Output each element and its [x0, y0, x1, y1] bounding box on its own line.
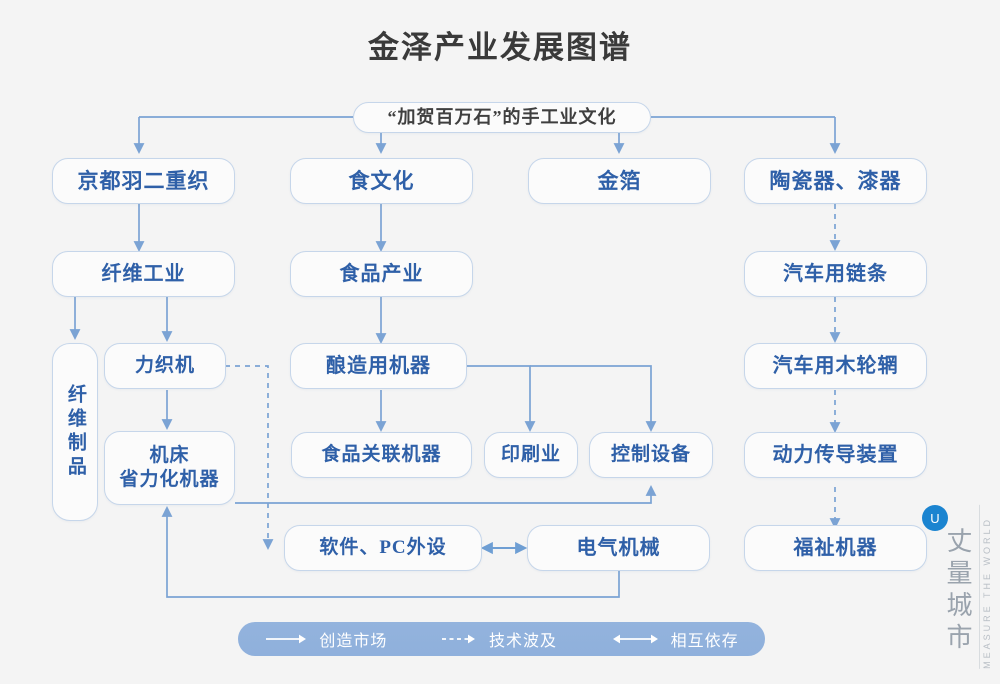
legend: 创造市场 技术波及 相互依存: [238, 622, 765, 656]
node-auto-wood-rim[interactable]: 汽车用木轮辋: [744, 343, 927, 389]
legend-item-create-market: 创造市场: [264, 627, 387, 651]
node-brewing-machine[interactable]: 酿造用机器: [290, 343, 467, 389]
watermark-logo-icon: U: [922, 505, 948, 531]
node-kyoto-habutae[interactable]: 京都羽二重织: [52, 158, 235, 204]
legend-item-tech-spillover: 技术波及: [440, 627, 557, 651]
node-control-equipment[interactable]: 控制设备: [589, 432, 713, 478]
watermark-english: MEASURE THE WORLD: [979, 505, 992, 669]
node-food-culture[interactable]: 食文化: [290, 158, 473, 204]
watermark: MEASURE THE WORLD 丈量城市 U: [906, 505, 992, 680]
node-printing[interactable]: 印刷业: [484, 432, 578, 478]
node-fiber-industry[interactable]: 纤维工业: [52, 251, 235, 297]
legend-label-tech-spillover: 技术波及: [488, 633, 557, 650]
solid-arrow-icon: [266, 634, 307, 644]
watermark-chinese: 丈量城市: [943, 527, 972, 655]
node-machine-tool[interactable]: 机床 省力化机器: [104, 431, 235, 505]
legend-item-interdependence: 相互依存: [610, 627, 739, 651]
legend-label-create-market: 创造市场: [319, 633, 388, 650]
node-machine-tool-line1: 机床: [149, 445, 190, 467]
node-fiber-products[interactable]: 纤维制品: [52, 343, 98, 521]
node-power-loom[interactable]: 力织机: [104, 343, 226, 389]
node-software-pc[interactable]: 软件、PC外设: [284, 525, 482, 571]
node-power-transmission[interactable]: 动力传导装置: [744, 432, 927, 478]
node-root[interactable]: “加贺百万石”的手工业文化: [353, 102, 651, 133]
node-gold-leaf[interactable]: 金箔: [528, 158, 711, 204]
node-electrical-machinery[interactable]: 电气机械: [527, 525, 710, 571]
node-food-industry[interactable]: 食品产业: [290, 251, 473, 297]
page-title: 金泽产业发展图谱: [368, 30, 632, 65]
node-welfare-machine[interactable]: 福祉机器: [744, 525, 927, 571]
legend-label-interdependence: 相互依存: [670, 633, 739, 650]
node-auto-chain[interactable]: 汽车用链条: [744, 251, 927, 297]
node-food-related-machine[interactable]: 食品关联机器: [291, 432, 472, 478]
dashed-arrow-icon: [441, 634, 475, 644]
node-machine-tool-line2: 省力化机器: [119, 469, 220, 490]
double-arrow-icon: [612, 634, 658, 644]
node-ceramics-lacquer[interactable]: 陶瓷器、漆器: [744, 158, 927, 204]
